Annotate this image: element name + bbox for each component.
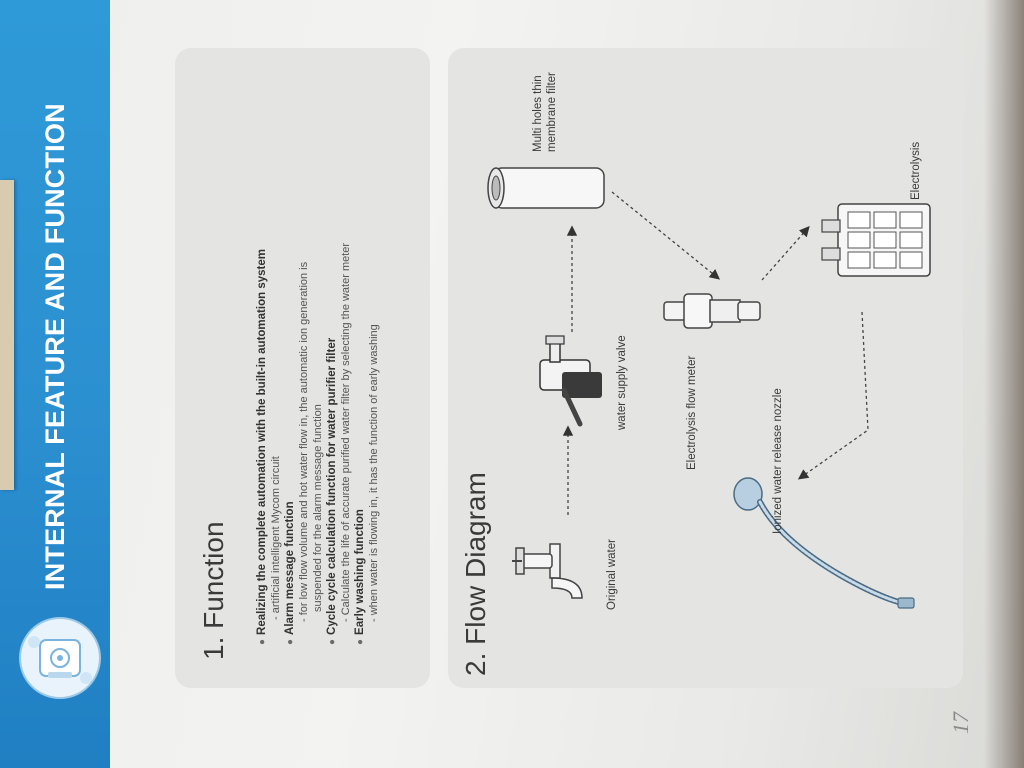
- water-purifier-logo-icon: [19, 617, 101, 699]
- page-number: 17: [948, 712, 973, 734]
- valve-icon: [539, 335, 602, 427]
- node-nozzle-label: Ionized water release nozzle: [772, 388, 784, 534]
- node-flow-meter-label: Electrolysis flow meter: [686, 355, 698, 470]
- function-panel: [175, 48, 430, 688]
- electrolysis-cell-icon: [821, 203, 931, 277]
- node-membrane-filter-label-line1: Multi holes thin: [532, 75, 544, 152]
- faucet-icon: [512, 543, 583, 599]
- node-water-supply-valve-label: water supply valve: [616, 335, 628, 430]
- nozzle-hose-icon: [733, 477, 915, 609]
- filter-cartridge-icon: [487, 167, 605, 209]
- node-original-water-label: Original water: [606, 539, 618, 610]
- flow-diagram-panel: [448, 48, 963, 688]
- node-electrolysis-label: Electrolysis: [910, 141, 922, 200]
- page-edge-shadow: [984, 0, 1024, 768]
- flow-meter-icon: [663, 293, 761, 329]
- node-membrane-filter-label-line2: membrane filter: [546, 72, 558, 152]
- banner-stripe: [0, 180, 14, 490]
- side-banner: INTERNAL FEATURE AND FUNCTION: [0, 0, 110, 768]
